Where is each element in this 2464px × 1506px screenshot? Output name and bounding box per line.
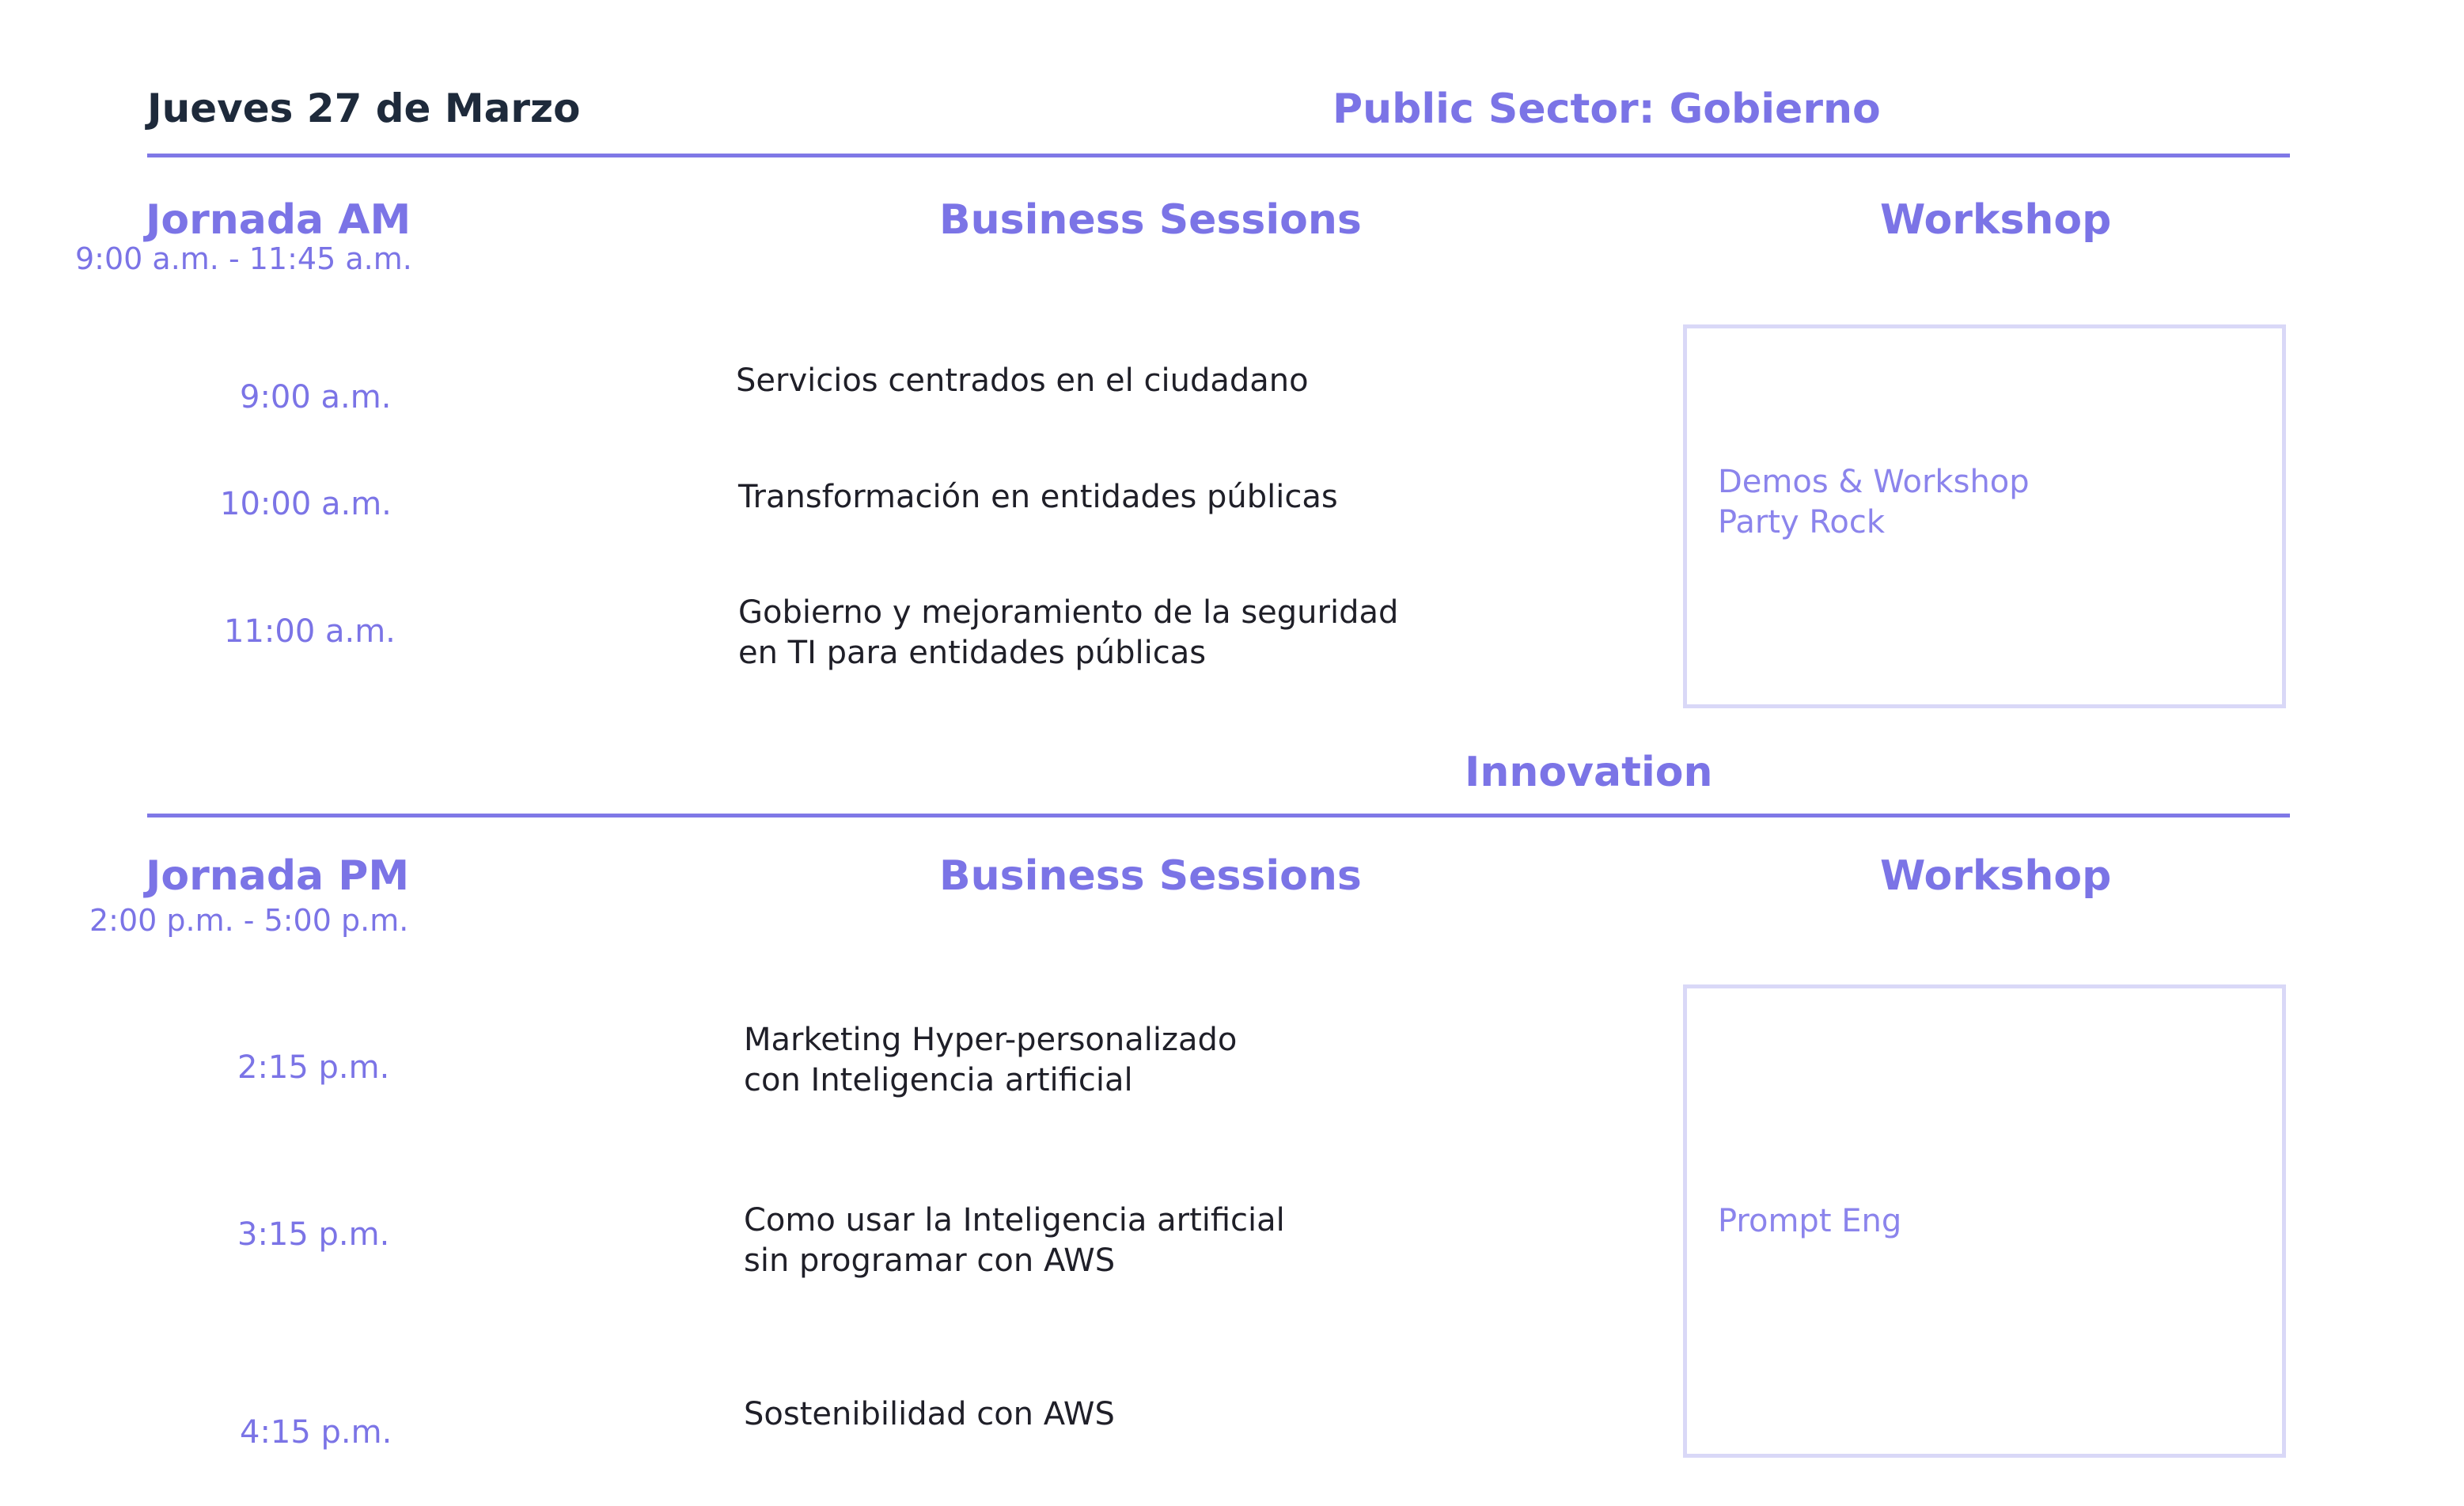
am-workshop-line: Party Rock <box>1718 504 1885 541</box>
am-workshop-box <box>1683 324 2286 708</box>
pm-session-title: Marketing Hyper-personalizado con Inteli… <box>744 1020 1237 1101</box>
innovation-title: Innovation <box>1465 749 1713 796</box>
am-session-title-line: Gobierno y mejoramiento de la seguridad <box>738 594 1399 631</box>
am-session-title: Transformación en entidades públicas <box>738 477 1338 518</box>
pm-workshop-line: Prompt Eng <box>1718 1203 1902 1239</box>
pm-session-title-line: Como usar la Inteligencia artificial <box>744 1202 1285 1239</box>
am-session-title-line: Servicios centrados en el ciudadano <box>736 362 1309 399</box>
divider-innovation <box>147 814 2290 817</box>
jornada-am-title: Jornada AM <box>146 196 411 244</box>
pm-session-title: Sostenibilidad con AWS <box>744 1394 1115 1435</box>
track-title: Public Sector: Gobierno <box>1332 85 1881 133</box>
am-session-time: 11:00 a.m. <box>224 613 396 650</box>
am-session-title-line: en TI para entidades públicas <box>738 635 1207 671</box>
jornada-pm-range: 2:00 p.m. - 5:00 p.m. <box>89 903 409 938</box>
am-session-time: 9:00 a.m. <box>240 379 392 415</box>
am-workshop-text: Demos & Workshop Party Rock <box>1718 462 2030 543</box>
am-workshop-heading: Workshop <box>1880 196 2112 244</box>
pm-session-time: 2:15 p.m. <box>237 1049 390 1086</box>
am-workshop-line: Demos & Workshop <box>1718 464 2030 500</box>
am-business-sessions-heading: Business Sessions <box>939 196 1362 244</box>
event-date: Jueves 27 de Marzo <box>147 85 581 131</box>
pm-workshop-box <box>1683 984 2286 1458</box>
jornada-pm-title: Jornada PM <box>146 852 410 900</box>
am-session-time: 10:00 a.m. <box>220 486 392 522</box>
jornada-am-range: 9:00 a.m. - 11:45 a.m. <box>75 241 412 276</box>
pm-session-time: 4:15 p.m. <box>240 1414 392 1451</box>
pm-workshop-heading: Workshop <box>1880 852 2112 900</box>
am-session-title-line: Transformación en entidades públicas <box>738 479 1338 515</box>
am-session-title: Gobierno y mejoramiento de la seguridad … <box>738 593 1398 673</box>
pm-session-title-line: con Inteligencia artificial <box>744 1062 1133 1098</box>
pm-session-title-line: Sostenibilidad con AWS <box>744 1396 1115 1432</box>
divider-top <box>147 154 2290 157</box>
pm-session-title: Como usar la Inteligencia artificial sin… <box>744 1201 1285 1281</box>
pm-business-sessions-heading: Business Sessions <box>939 852 1362 900</box>
am-session-title: Servicios centrados en el ciudadano <box>736 361 1309 401</box>
pm-workshop-text: Prompt Eng <box>1718 1201 1901 1242</box>
pm-session-title-line: sin programar con AWS <box>744 1242 1116 1279</box>
pm-session-title-line: Marketing Hyper-personalizado <box>744 1022 1238 1058</box>
pm-session-time: 3:15 p.m. <box>237 1216 390 1253</box>
